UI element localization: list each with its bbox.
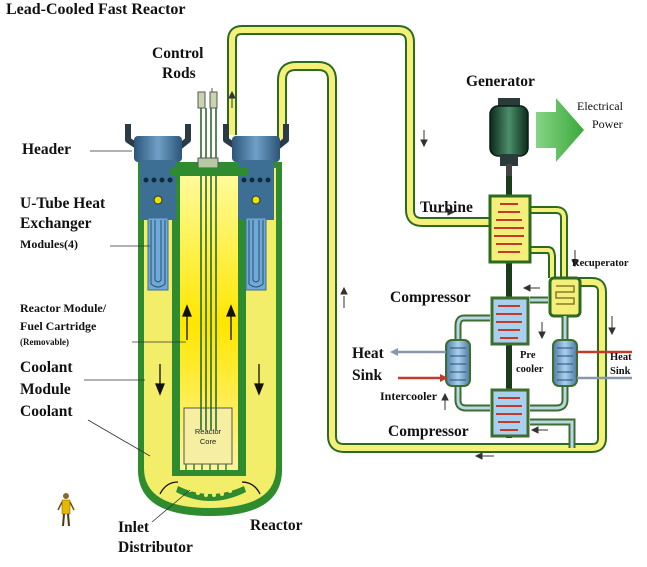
label-inlet-1: Inlet (118, 519, 149, 536)
label-generator: Generator (466, 73, 535, 90)
cold-loop-pipes (454, 296, 576, 448)
label-u-tube-3: Modules(4) (20, 237, 78, 251)
compressor-top (490, 296, 530, 346)
flow-arrows-loop (228, 90, 616, 460)
control-rods (197, 91, 219, 430)
label-reactor-module-2: Fuel Cartridge (20, 319, 97, 333)
reactor-core (183, 407, 233, 472)
label-reactor-module-3: (Removable) (20, 337, 69, 347)
label-reactor-module-1: Reactor Module/ (20, 301, 107, 315)
compressor-bottom (490, 388, 530, 438)
label-heat-sink-left-1: Heat (352, 345, 384, 362)
label-control-rods-1: Control (152, 45, 204, 62)
heat-sink-lines (390, 348, 632, 382)
label-precooler-1: Pre (520, 350, 536, 361)
label-u-tube-2: Exchanger (20, 215, 92, 232)
label-compressor-bottom: Compressor (388, 423, 469, 440)
label-electrical-1: Electrical (577, 99, 623, 113)
diagram-title: Lead-Cooled Fast Reactor (6, 1, 186, 18)
vessel-flow-arrows (155, 304, 264, 495)
primary-loop-pipe (227, 25, 607, 453)
label-control-rods-2: Rods (162, 65, 196, 82)
label-coolant-2: Module (20, 381, 71, 398)
electrical-power-arrow (536, 98, 584, 162)
label-intercooler: Intercooler (380, 389, 438, 403)
intercooler (445, 339, 471, 387)
label-heat-sink-left-2: Sink (352, 367, 383, 384)
label-recuperator: Recuperator (572, 258, 629, 269)
label-heat-sink-right-1: Heat (610, 352, 632, 363)
label-reactor-core-2: Core (199, 437, 217, 446)
label-coolant-1: Coolant (20, 359, 73, 376)
label-turbine: Turbine (420, 199, 473, 216)
precooler (552, 339, 578, 387)
label-coolant-3: Coolant (20, 403, 73, 420)
label-inlet-2: Distributor (118, 539, 193, 556)
label-heat-sink-right-2: Sink (610, 366, 631, 377)
label-reactor-core-1: Reactor (194, 427, 222, 436)
label-u-tube-1: U-Tube Heat (20, 195, 106, 212)
human-figure-icon (57, 493, 75, 527)
generator (489, 98, 529, 180)
flow-arrows-cold (441, 284, 548, 434)
label-header: Header (22, 141, 72, 158)
label-precooler-2: cooler (516, 364, 544, 375)
label-reactor: Reactor (250, 517, 303, 534)
turbine (488, 194, 532, 264)
label-electrical-2: Power (592, 117, 623, 131)
leader-lines (84, 88, 213, 523)
vessel-top-plate (170, 168, 248, 176)
recuperator (548, 276, 582, 318)
label-compressor-top: Compressor (390, 289, 471, 306)
